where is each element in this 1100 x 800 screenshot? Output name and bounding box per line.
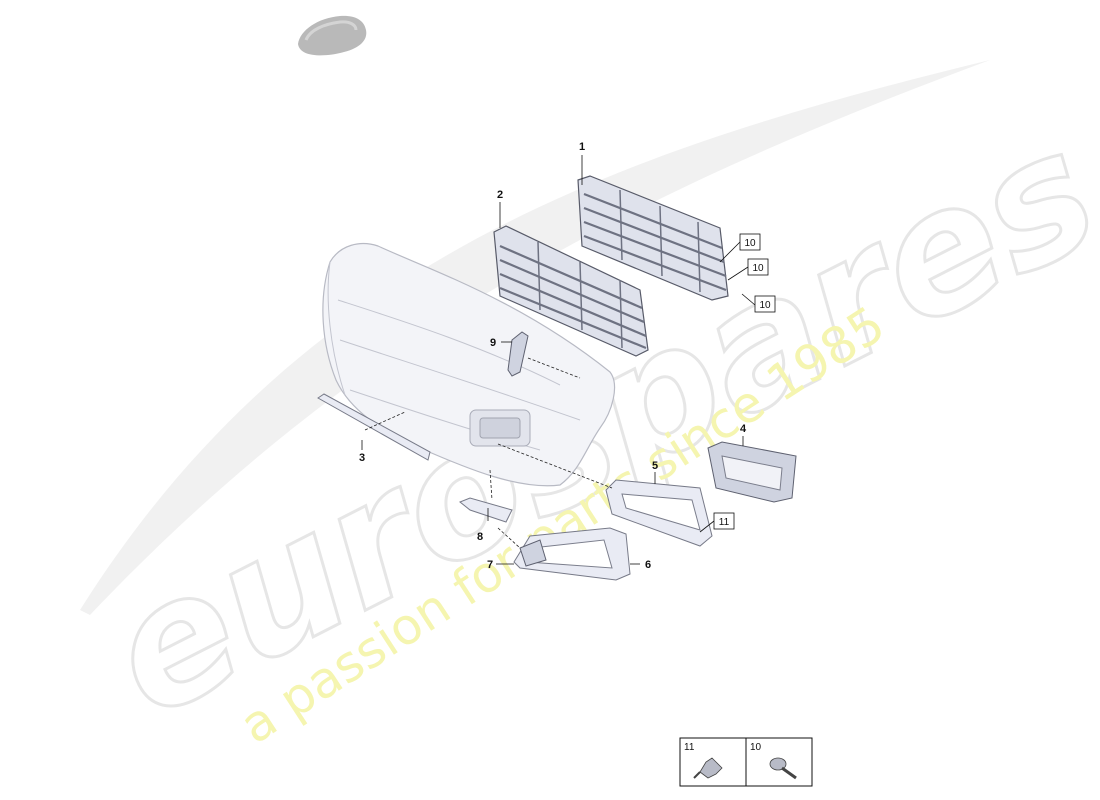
leader-lines [361,155,756,565]
part-9-bracket [507,331,529,377]
fastener-table: 11 10 [679,737,813,787]
callout-6: 6 [645,559,651,571]
part-2-lower-grille [493,225,649,357]
callout-5: 5 [652,460,658,472]
part-4-air-duct [707,441,797,503]
screw-icon [769,757,797,780]
callout-7: 7 [487,559,493,571]
assembly-lines [364,357,613,549]
part-1-upper-grille [577,175,729,301]
fastener-table-col-10: 10 [750,742,762,753]
callout-2: 2 [497,189,503,201]
callout-9: 9 [490,337,496,349]
callout-labels: 1 2 3 4 5 6 7 8 9 [359,141,747,571]
callout-1: 1 [579,141,585,153]
vehicle-silhouette-icon [298,15,367,56]
fastener-table-col-11: 11 [684,742,695,753]
front-bumper [322,242,616,487]
box-callout-10-c: 10 [759,300,771,311]
callout-4: 4 [740,423,747,435]
push-rivet-icon [693,757,723,779]
part-5-grille-frame [605,479,713,547]
part-3-trim-strip [317,393,431,461]
part-7-insert [519,539,547,567]
callout-8: 8 [477,531,483,543]
part-8-side-trim [459,497,513,523]
box-callout-10-a: 10 [744,238,756,249]
boxed-callouts: 10 10 10 11 [713,233,776,530]
callout-3: 3 [359,452,365,464]
part-6-trim-frame [513,527,631,581]
box-callout-10-b: 10 [752,263,764,274]
box-callout-11: 11 [719,517,730,528]
